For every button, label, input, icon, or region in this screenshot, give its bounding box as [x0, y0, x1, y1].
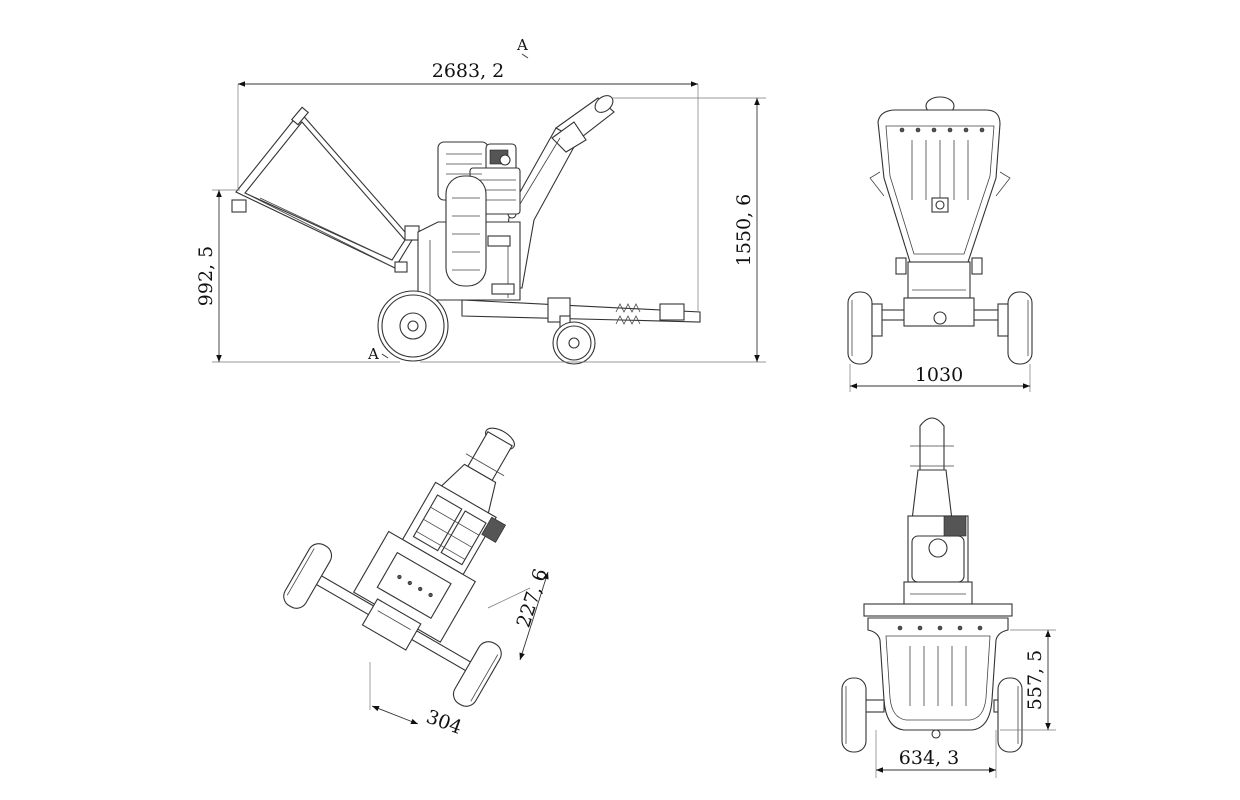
rear-left-wheel: [847, 291, 883, 365]
dim-iso-width: 304: [369, 662, 465, 739]
iso-width-label: 304: [423, 706, 465, 739]
isometric-view: 304 227, 6: [283, 427, 552, 739]
front-view: 634, 3 557, 5: [841, 417, 1056, 778]
main-wheel: [377, 290, 449, 362]
svg-text:A: A: [367, 345, 379, 363]
inner-width-label: 634, 3: [899, 747, 959, 769]
jockey-wheel: [552, 315, 596, 365]
tow-bar: [461, 297, 701, 325]
dim-track-width: 1030: [849, 364, 1031, 392]
dim-overall-length: 2683, 2: [237, 60, 699, 312]
rear-right-wheel: [997, 291, 1033, 365]
belt-guard: [445, 175, 487, 287]
track-width-label: 1030: [915, 364, 963, 386]
rear-view: 1030: [847, 96, 1033, 392]
side-view: 2683, 2 1550, 6 992, 5 A A: [195, 36, 766, 365]
overall-length-label: 2683, 2: [432, 60, 505, 82]
svg-text:A: A: [516, 36, 528, 54]
overall-height-label: 1550, 6: [733, 194, 755, 267]
section-mark-top: A: [516, 36, 529, 59]
iso-height-label: 227, 6: [512, 566, 552, 630]
dim-overall-height: 1550, 6: [420, 97, 766, 363]
feed-chute: [231, 106, 420, 273]
hopper-height-label: 992, 5: [195, 246, 217, 306]
dim-front-inner-width: 634, 3: [875, 730, 997, 778]
dim-hopper-height: 992, 5: [195, 189, 400, 363]
section-mark-bottom: A: [367, 345, 389, 363]
rear-hopper: [869, 109, 1011, 263]
dim-front-hopper-depth: 557, 5: [1000, 629, 1056, 731]
hopper-depth-label: 557, 5: [1024, 650, 1046, 710]
